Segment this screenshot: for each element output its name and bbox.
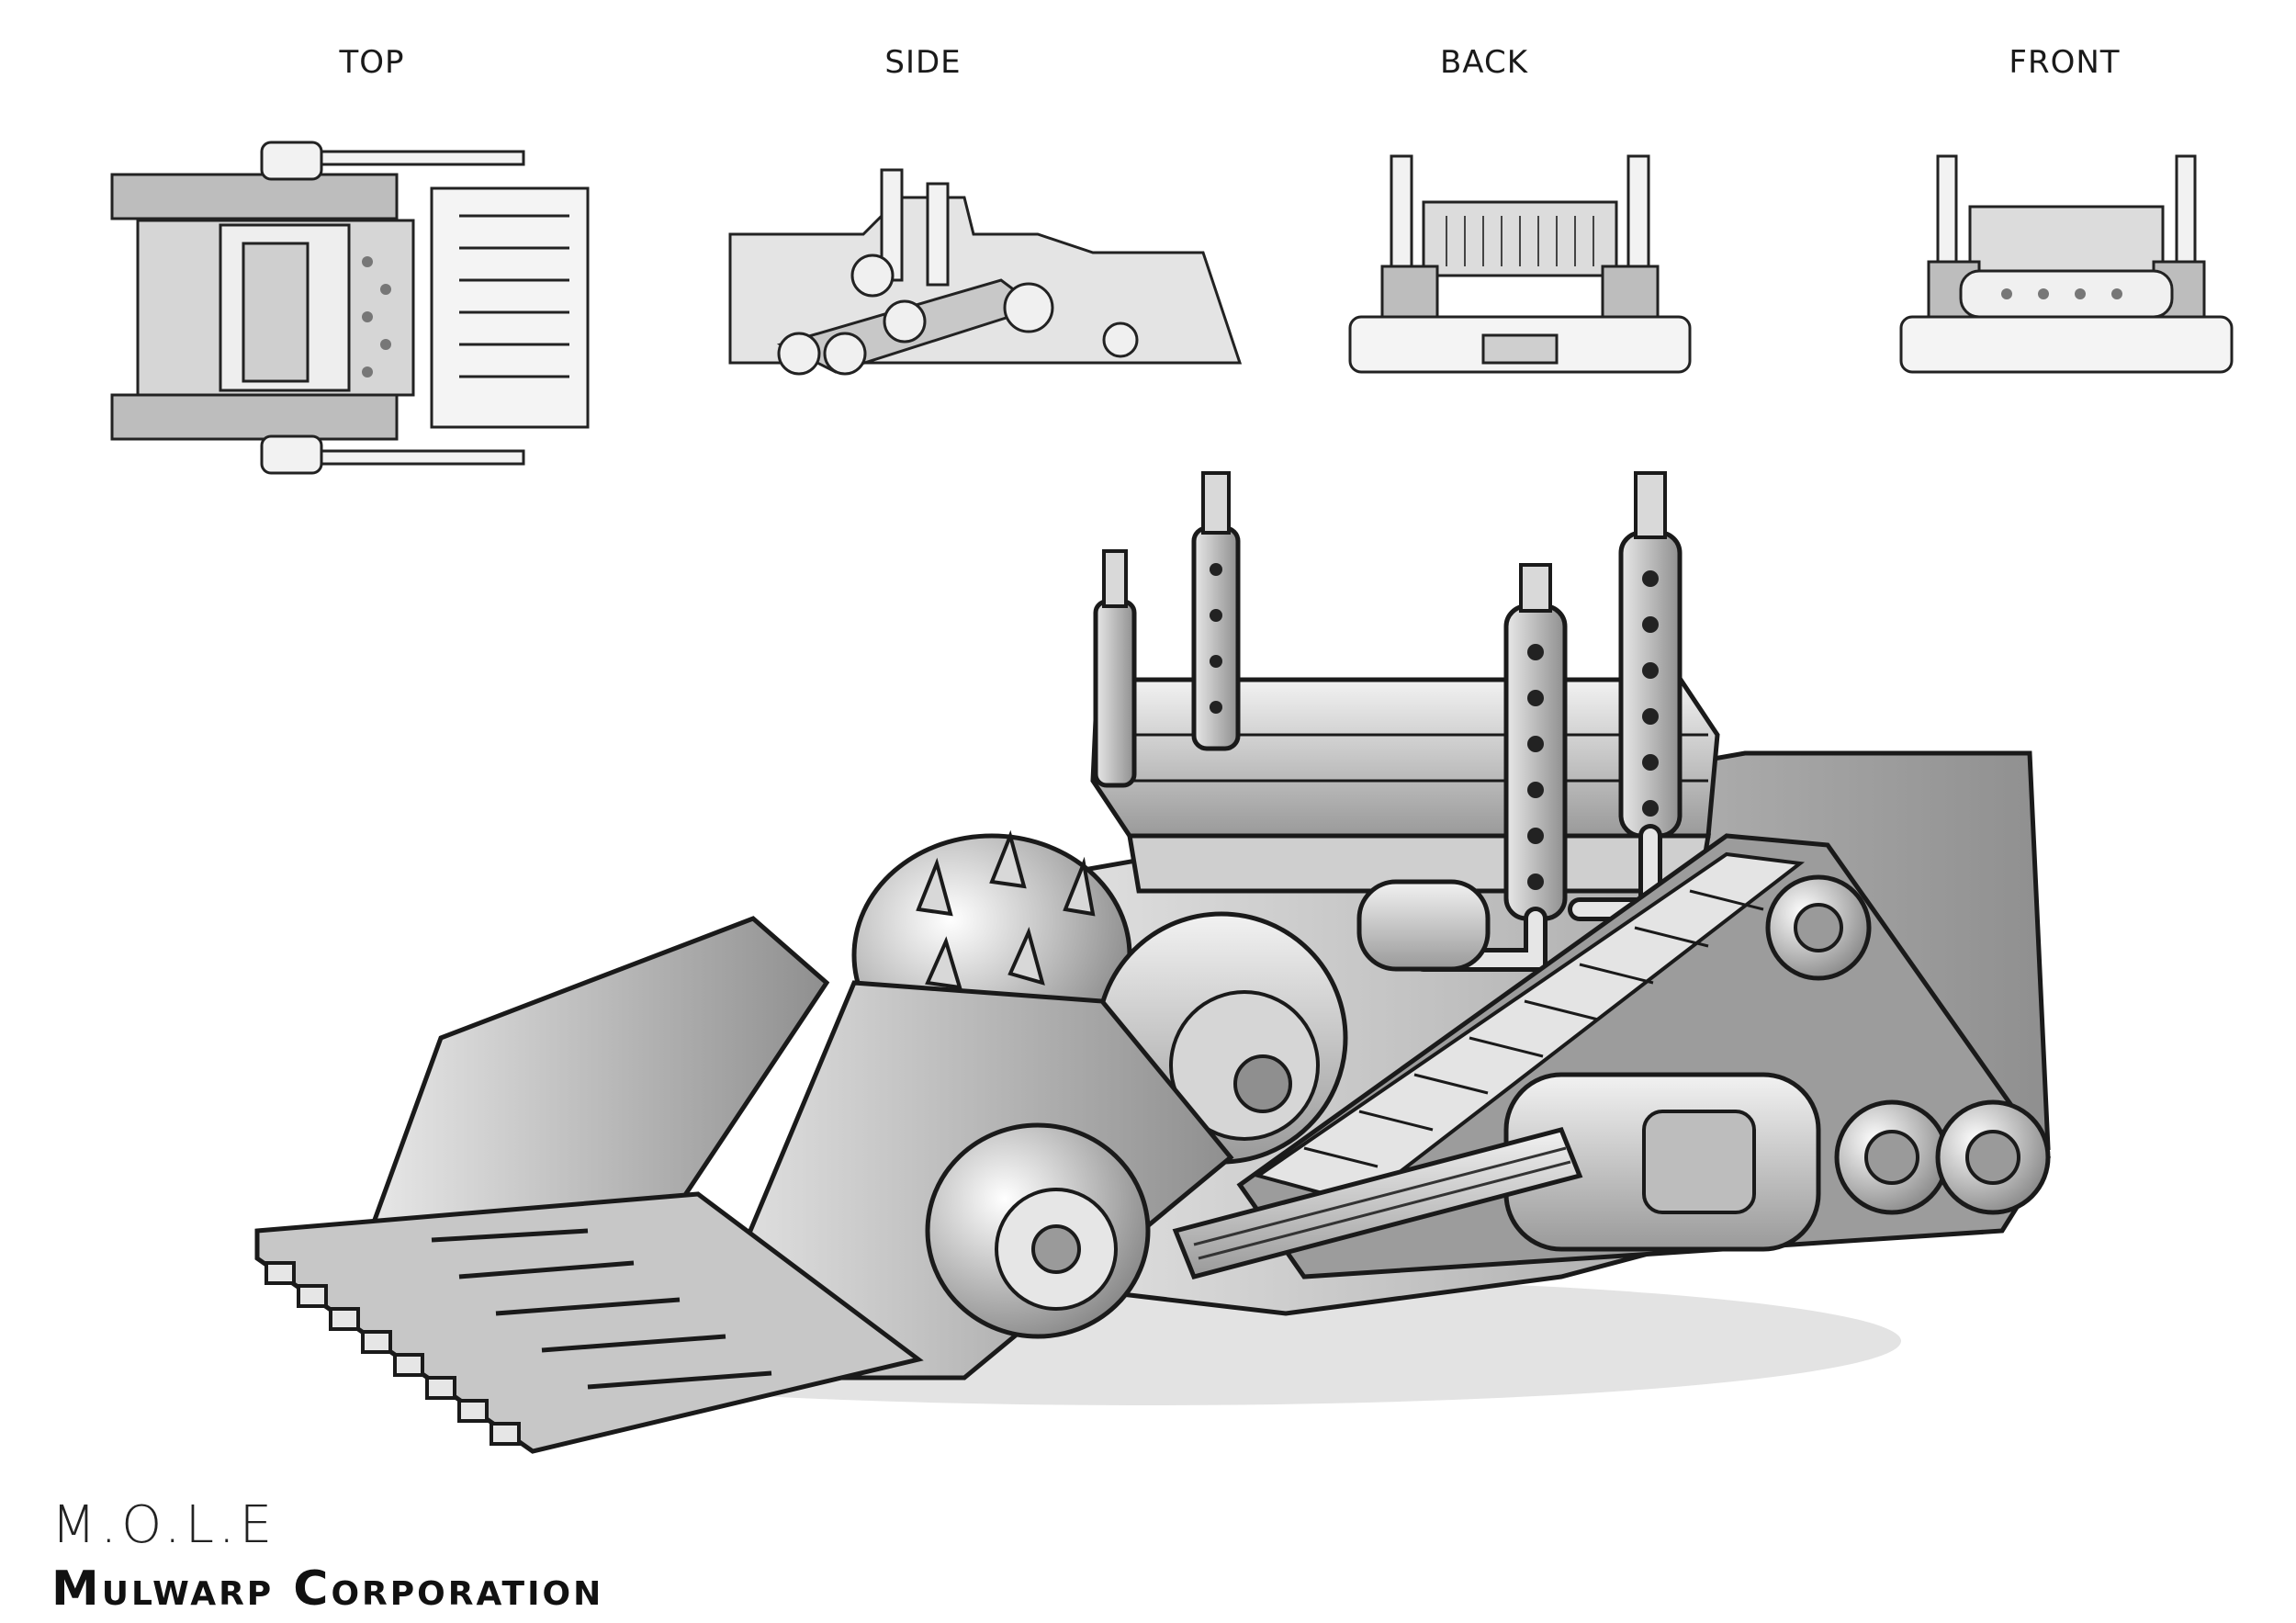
model-name: M.O.L.E xyxy=(51,1495,277,1555)
mole-vehicle-illustration xyxy=(254,471,2052,1454)
top-view-drawing xyxy=(110,141,590,475)
view-label-side: SIDE xyxy=(884,44,962,81)
side-view-drawing xyxy=(728,168,1243,376)
company-name: Mulwarp Corporation xyxy=(51,1561,604,1617)
view-label-back: BACK xyxy=(1439,44,1529,81)
front-view-drawing xyxy=(1899,154,2234,374)
back-view-drawing xyxy=(1348,154,1692,374)
view-label-top: TOP xyxy=(339,44,405,81)
view-label-front: FRONT xyxy=(2009,44,2121,81)
